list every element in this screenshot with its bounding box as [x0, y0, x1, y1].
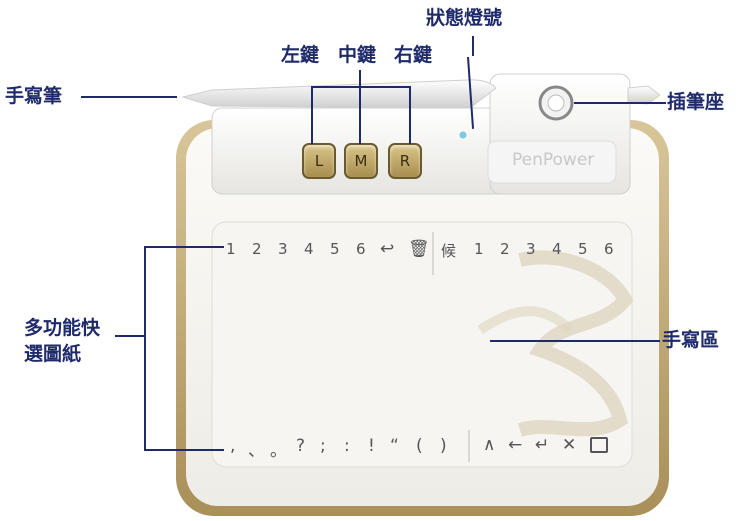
top-number-row: 1 2 3 4 5 6 [226, 240, 376, 260]
number-key[interactable]: 3 [278, 240, 288, 258]
right-key-label: 右鍵 [394, 44, 433, 66]
pen-callout-line [81, 96, 177, 98]
punctuation-key[interactable]: ) [440, 436, 447, 456]
left-key-label: 左鍵 [281, 44, 320, 66]
punctuation-key[interactable]: ? [296, 436, 306, 456]
number-key[interactable]: 1 [226, 240, 236, 258]
punctuation-key[interactable]: 、 [248, 441, 265, 461]
candidate-key[interactable]: 1 [474, 240, 484, 258]
pen [181, 79, 497, 109]
multi-function-label-line1: 多功能快 [24, 317, 101, 339]
middle-key-line [359, 70, 361, 144]
right-key-line [409, 86, 411, 144]
punctuation-key[interactable]: ; [320, 436, 326, 456]
middle-key-label: 中鍵 [338, 44, 377, 66]
candidate-key[interactable]: 5 [578, 240, 588, 258]
punctuation-row: , 、 。 ? ; : ! “ ( ) [230, 436, 465, 461]
punctuation-key[interactable]: 。 [270, 441, 287, 461]
number-key[interactable]: 2 [252, 240, 262, 258]
left-arrow-icon[interactable]: ← [508, 435, 523, 455]
writing-pad [211, 221, 633, 468]
right-button[interactable]: R [388, 143, 422, 179]
multi-callout-top [144, 246, 224, 248]
multi-function-label-line2: 選圖紙 [24, 343, 82, 365]
holder-callout-line [574, 102, 666, 104]
enter-icon[interactable]: ↵ [535, 435, 550, 455]
left-button[interactable]: L [302, 143, 336, 179]
brand-logo: PenPower [512, 150, 595, 170]
caret-up-icon[interactable]: ∧ [483, 435, 496, 455]
close-icon[interactable]: ✕ [562, 435, 577, 455]
punctuation-key[interactable]: ( [416, 436, 423, 456]
candidate-key[interactable]: 3 [526, 240, 536, 258]
edit-icon[interactable] [590, 437, 608, 453]
number-key[interactable]: 5 [330, 240, 340, 258]
punctuation-key[interactable]: ! [368, 436, 375, 456]
candidate-key[interactable]: 2 [500, 240, 510, 258]
key-callout-bar [311, 86, 411, 88]
multi-callout-horizontal [115, 335, 145, 337]
trash-icon[interactable]: 🗑 [408, 239, 430, 259]
number-key[interactable]: 4 [304, 240, 314, 258]
punctuation-key[interactable]: , [230, 436, 236, 456]
multi-callout-bottom [144, 449, 224, 451]
left-key-line [311, 86, 313, 144]
back-arrow-icon[interactable]: ↩ [380, 239, 395, 259]
status-callout-line [472, 36, 474, 56]
candidate-key[interactable]: 4 [552, 240, 562, 258]
writing-area-label: 手寫區 [662, 329, 720, 351]
candidate-number-row: 1 2 3 4 5 6 [474, 240, 624, 260]
multi-callout-vertical [144, 246, 146, 450]
number-key[interactable]: 6 [356, 240, 366, 258]
candidate-key[interactable]: 6 [604, 240, 614, 258]
candidate-label: 候 [441, 242, 457, 260]
pen-label: 手寫筆 [5, 85, 63, 107]
writing-callout-line [490, 340, 660, 342]
middle-button[interactable]: M [344, 143, 378, 179]
status-light [459, 131, 467, 139]
punctuation-key[interactable]: “ [390, 436, 399, 456]
punctuation-key[interactable]: : [344, 436, 350, 456]
pen-holder-label: 插筆座 [667, 91, 725, 113]
status-light-label: 狀態燈號 [426, 7, 503, 29]
